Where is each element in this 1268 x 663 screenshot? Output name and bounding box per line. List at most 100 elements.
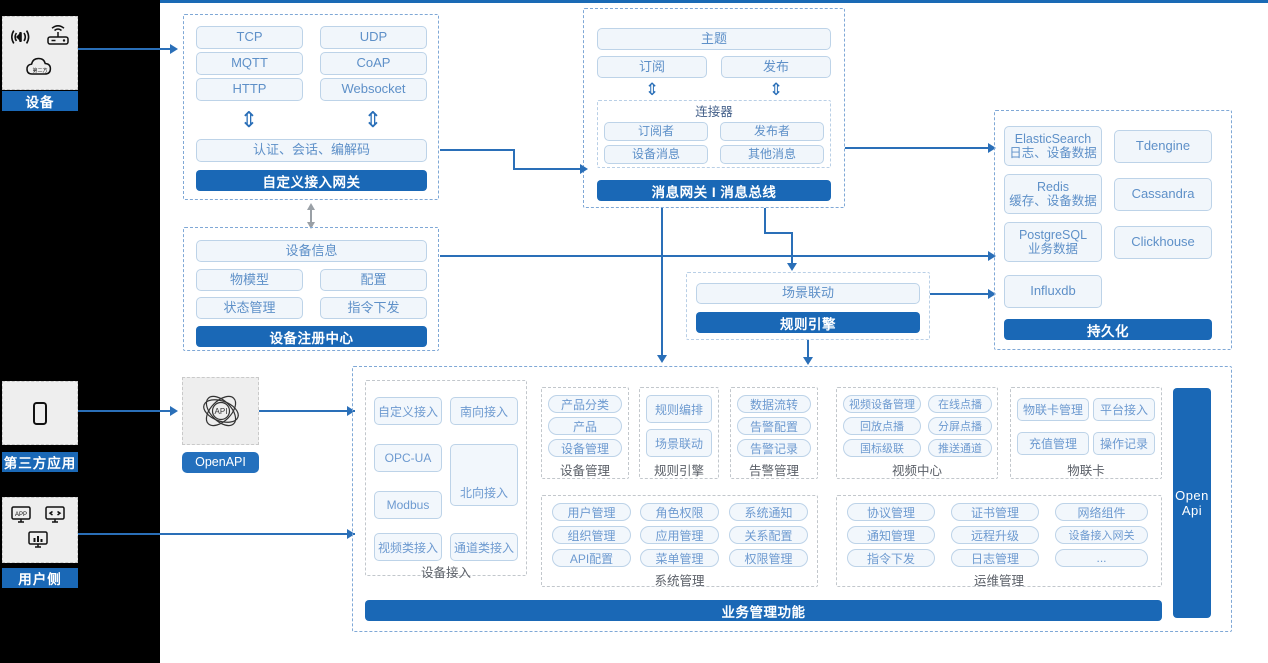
message-gateway-bar[interactable]: 消息网关 I 消息总线	[597, 180, 831, 201]
protocol-tcp[interactable]: TCP	[196, 26, 303, 49]
chip-operation-record[interactable]: 操作记录	[1093, 432, 1155, 455]
store-redis[interactable]: Redis 缓存、设备数据	[1004, 174, 1102, 214]
scene-linkage-box[interactable]: 场景联动	[696, 283, 920, 304]
subscribe-box[interactable]: 订阅	[597, 56, 707, 78]
chip-menu-management-label: 菜单管理	[655, 551, 704, 566]
chip-gb-cascade-label: 国标级联	[860, 443, 904, 455]
chip-online-vod[interactable]: 在线点播	[928, 395, 992, 413]
device-registry-bar[interactable]: 设备注册中心	[196, 326, 427, 347]
chip-cert-management[interactable]: 证书管理	[951, 503, 1039, 521]
chip-video-access[interactable]: 视频类接入	[374, 533, 442, 561]
chip-iot-card-management-label: 物联卡管理	[1022, 403, 1083, 417]
chip-push-channel[interactable]: 推送通道	[928, 439, 992, 457]
chip-relation-config-label: 关系配置	[744, 528, 793, 543]
store-tdengine[interactable]: Tdengine	[1114, 130, 1212, 163]
chip-iot-card-management[interactable]: 物联卡管理	[1017, 398, 1089, 421]
store-cassandra-name: Cassandra	[1131, 186, 1195, 202]
chip-alarm-config[interactable]: 告警配置	[737, 417, 811, 435]
connector-device-message[interactable]: 设备消息	[604, 145, 708, 164]
auth-session-codec[interactable]: 认证、会话、编解码	[196, 139, 427, 162]
connector-subscriber[interactable]: 订阅者	[604, 122, 708, 141]
chip-notice-management[interactable]: 通知管理	[847, 526, 935, 544]
chip-role-permission[interactable]: 角色权限	[640, 503, 719, 521]
chip-alarm-record[interactable]: 告警记录	[737, 439, 811, 457]
chip-platform-access[interactable]: 平台接入	[1093, 398, 1155, 421]
store-clickhouse[interactable]: Clickhouse	[1114, 226, 1212, 259]
protocol-http[interactable]: HTTP	[196, 78, 303, 101]
chip-recharge-management[interactable]: 充值管理	[1017, 432, 1089, 455]
protocol-websocket[interactable]: Websocket	[320, 78, 427, 101]
chip-relation-config[interactable]: 关系配置	[729, 526, 808, 544]
openapi-label-bar[interactable]: OpenAPI	[182, 452, 259, 473]
custom-access-gateway-bar[interactable]: 自定义接入网关	[196, 170, 427, 191]
chip-northbound-access[interactable]: 北向接入	[450, 444, 518, 506]
thing-model-box[interactable]: 物模型	[196, 269, 303, 291]
protocol-mqtt[interactable]: MQTT	[196, 52, 303, 75]
chip-command-issue-label: 指令下发	[866, 551, 915, 566]
chip-product-category[interactable]: 产品分类	[548, 395, 622, 413]
group-title-iot-card: 物联卡	[1010, 461, 1162, 478]
store-influxdb[interactable]: Influxdb	[1004, 275, 1102, 308]
connector-bus-to-persistence	[845, 147, 991, 149]
chip-southbound-access[interactable]: 南向接入	[450, 397, 518, 425]
chip-api-config[interactable]: API配置	[552, 549, 631, 567]
user-side-tile-label-text: 用户侧	[18, 572, 62, 587]
custom-access-gateway-label: 自定义接入网关	[262, 174, 361, 190]
protocol-udp[interactable]: UDP	[320, 26, 427, 49]
chip-command-issue[interactable]: 指令下发	[847, 549, 935, 567]
chip-modbus[interactable]: Modbus	[374, 491, 442, 519]
chip-custom-access[interactable]: 自定义接入	[374, 397, 442, 425]
topic-box[interactable]: 主题	[597, 28, 831, 50]
chip-app-management[interactable]: 应用管理	[640, 526, 719, 544]
chip-system-notice[interactable]: 系统通知	[729, 503, 808, 521]
publish-box[interactable]: 发布	[721, 56, 831, 78]
device-info-box[interactable]: 设备信息	[196, 240, 427, 262]
chip-product[interactable]: 产品	[548, 417, 622, 435]
arrow-userside-to-business	[347, 529, 355, 539]
protocol-coap[interactable]: CoAP	[320, 52, 427, 75]
connector-other-message[interactable]: 其他消息	[720, 145, 824, 164]
store-elasticsearch[interactable]: ElasticSearch 日志、设备数据	[1004, 126, 1102, 166]
protocol-http-label: HTTP	[232, 81, 267, 97]
connector-gw-to-bus-3	[513, 168, 583, 170]
command-issue-box[interactable]: 指令下发	[320, 297, 427, 319]
connector-title-text: 连接器	[695, 105, 733, 119]
chip-split-screen-vod[interactable]: 分屏点播	[928, 417, 992, 435]
chip-log-management[interactable]: 日志管理	[951, 549, 1039, 567]
chip-menu-management[interactable]: 菜单管理	[640, 549, 719, 567]
chip-scene-linkage[interactable]: 场景联动	[646, 429, 712, 457]
chip-device-access-gateway[interactable]: 设备接入网关	[1055, 526, 1148, 544]
chip-data-flow[interactable]: 数据流转	[737, 395, 811, 413]
chip-remote-upgrade[interactable]: 远程升级	[951, 526, 1039, 544]
third-party-tile	[2, 381, 78, 445]
connector-publisher[interactable]: 发布者	[720, 122, 824, 141]
connector-rule-to-persistence	[930, 293, 991, 295]
group-title-iot-card-text: 物联卡	[1067, 463, 1105, 478]
chip-user-management-label: 用户管理	[567, 505, 616, 520]
chip-user-management[interactable]: 用户管理	[552, 503, 631, 521]
connector-thirdparty-to-openapi	[78, 410, 170, 412]
store-postgresql[interactable]: PostgreSQL 业务数据	[1004, 222, 1102, 262]
chip-channel-access[interactable]: 通道类接入	[450, 533, 518, 561]
config-box[interactable]: 配置	[320, 269, 427, 291]
chip-permission-management[interactable]: 权限管理	[729, 549, 808, 567]
chip-video-device-management[interactable]: 视频设备管理	[843, 395, 921, 413]
chip-more[interactable]: ...	[1055, 549, 1148, 567]
chip-rule-orchestration[interactable]: 规则编排	[646, 395, 712, 423]
chip-org-management[interactable]: 组织管理	[552, 526, 631, 544]
store-postgresql-name: PostgreSQL	[1018, 227, 1088, 242]
store-cassandra[interactable]: Cassandra	[1114, 178, 1212, 211]
business-function-bar[interactable]: 业务管理功能	[365, 600, 1162, 621]
chip-playback-vod[interactable]: 回放点播	[843, 417, 921, 435]
chip-protocol-management[interactable]: 协议管理	[847, 503, 935, 521]
state-manage-box[interactable]: 状态管理	[196, 297, 303, 319]
persistence-bar[interactable]: 持久化	[1004, 319, 1212, 340]
chip-network-component[interactable]: 网络组件	[1055, 503, 1148, 521]
chip-device-management[interactable]: 设备管理	[548, 439, 622, 457]
arrow-rule-to-business	[803, 357, 813, 365]
chip-gb-cascade[interactable]: 国标级联	[843, 439, 921, 457]
openapi-vertical-bar[interactable]: Open Api	[1173, 388, 1211, 618]
openapi-tile	[182, 377, 259, 445]
rule-engine-bar[interactable]: 规则引擎	[696, 312, 920, 333]
chip-opcua[interactable]: OPC-UA	[374, 444, 442, 472]
